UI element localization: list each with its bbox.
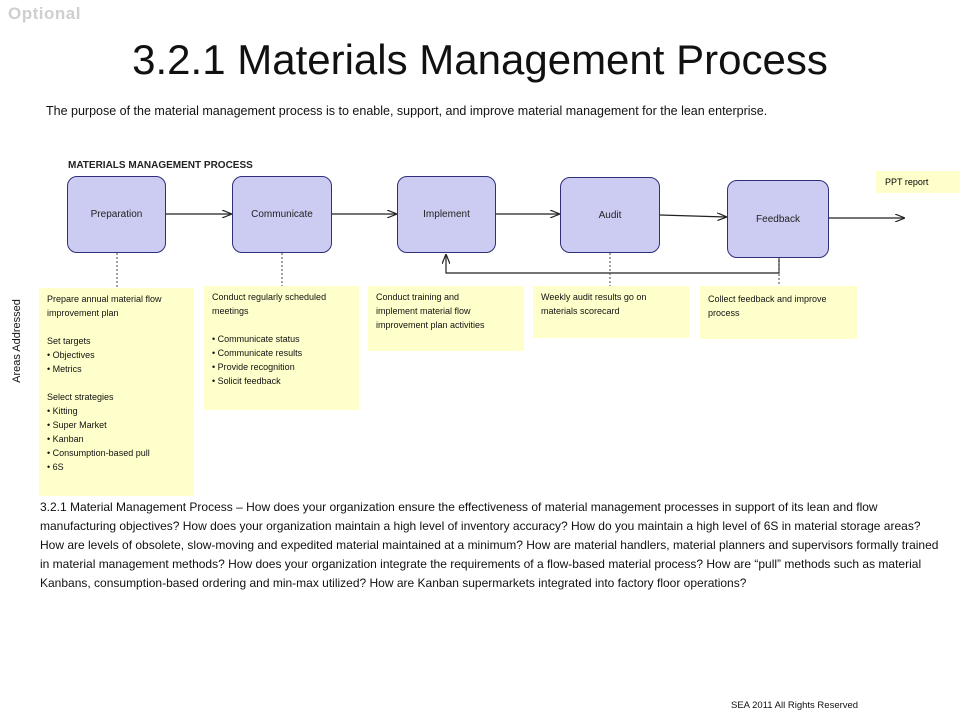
step-audit: Audit — [560, 177, 660, 253]
step-feedback: Feedback — [727, 180, 829, 258]
note-line: meetings — [212, 306, 249, 316]
note-line: Set targets — [47, 336, 91, 346]
note-line: • 6S — [47, 462, 64, 472]
note-line: • Metrics — [47, 364, 82, 374]
note-line: improvement plan activities — [376, 320, 485, 330]
note-line: implement material flow — [376, 306, 471, 316]
note-line: materials scorecard — [541, 306, 620, 316]
note-line: process — [708, 308, 740, 318]
note-line: • Communicate status — [212, 334, 300, 344]
note-line: Prepare annual material flow — [47, 294, 162, 304]
note-line — [47, 376, 186, 390]
feedback-loop-arrow — [446, 255, 780, 274]
step-preparation: Preparation — [67, 176, 166, 253]
note-line: Collect feedback and improve — [708, 294, 827, 304]
note-line — [47, 320, 186, 334]
note-line: Weekly audit results go on — [541, 292, 647, 302]
note-line — [212, 318, 351, 332]
note-line: Select strategies — [47, 392, 114, 402]
note-line: Conduct regularly scheduled — [212, 292, 327, 302]
step-communicate: Communicate — [232, 176, 332, 253]
note-audit: Weekly audit results go on materials sco… — [533, 286, 689, 338]
note-line: • Kitting — [47, 406, 78, 416]
note-line: • Solicit feedback — [212, 376, 281, 386]
note-preparation: Prepare annual material flow improvement… — [39, 288, 194, 496]
note-line: • Kanban — [47, 434, 84, 444]
purpose-statement: The purpose of the material management p… — [46, 104, 768, 118]
note-implement: Conduct training and implement material … — [368, 286, 524, 351]
note-line: improvement plan — [47, 308, 119, 318]
note-line: • Provide recognition — [212, 362, 295, 372]
note-line: • Objectives — [47, 350, 95, 360]
note-line: • Consumption-based pull — [47, 448, 150, 458]
optional-badge: Optional — [8, 4, 81, 23]
copyright-footer: SEA 2011 All Rights Reserved — [731, 700, 859, 711]
guiding-questions: 3.2.1 Material Management Process – How … — [40, 500, 939, 590]
note-line: • Communicate results — [212, 348, 303, 358]
page-title: 3.2.1 Materials Management Process — [132, 36, 828, 83]
arrow-audit-feedback — [659, 215, 726, 217]
note-line: Conduct training and — [376, 292, 460, 302]
step-implement: Implement — [397, 176, 496, 253]
note-communicate: Conduct regularly scheduled meetings • C… — [204, 286, 359, 410]
note-feedback: Collect feedback and improve process — [700, 286, 857, 339]
note-line: • Super Market — [47, 420, 107, 430]
ppt-report-box: PPT report — [876, 171, 960, 193]
diagram-title: MATERIALS MANAGEMENT PROCESS — [68, 160, 253, 171]
